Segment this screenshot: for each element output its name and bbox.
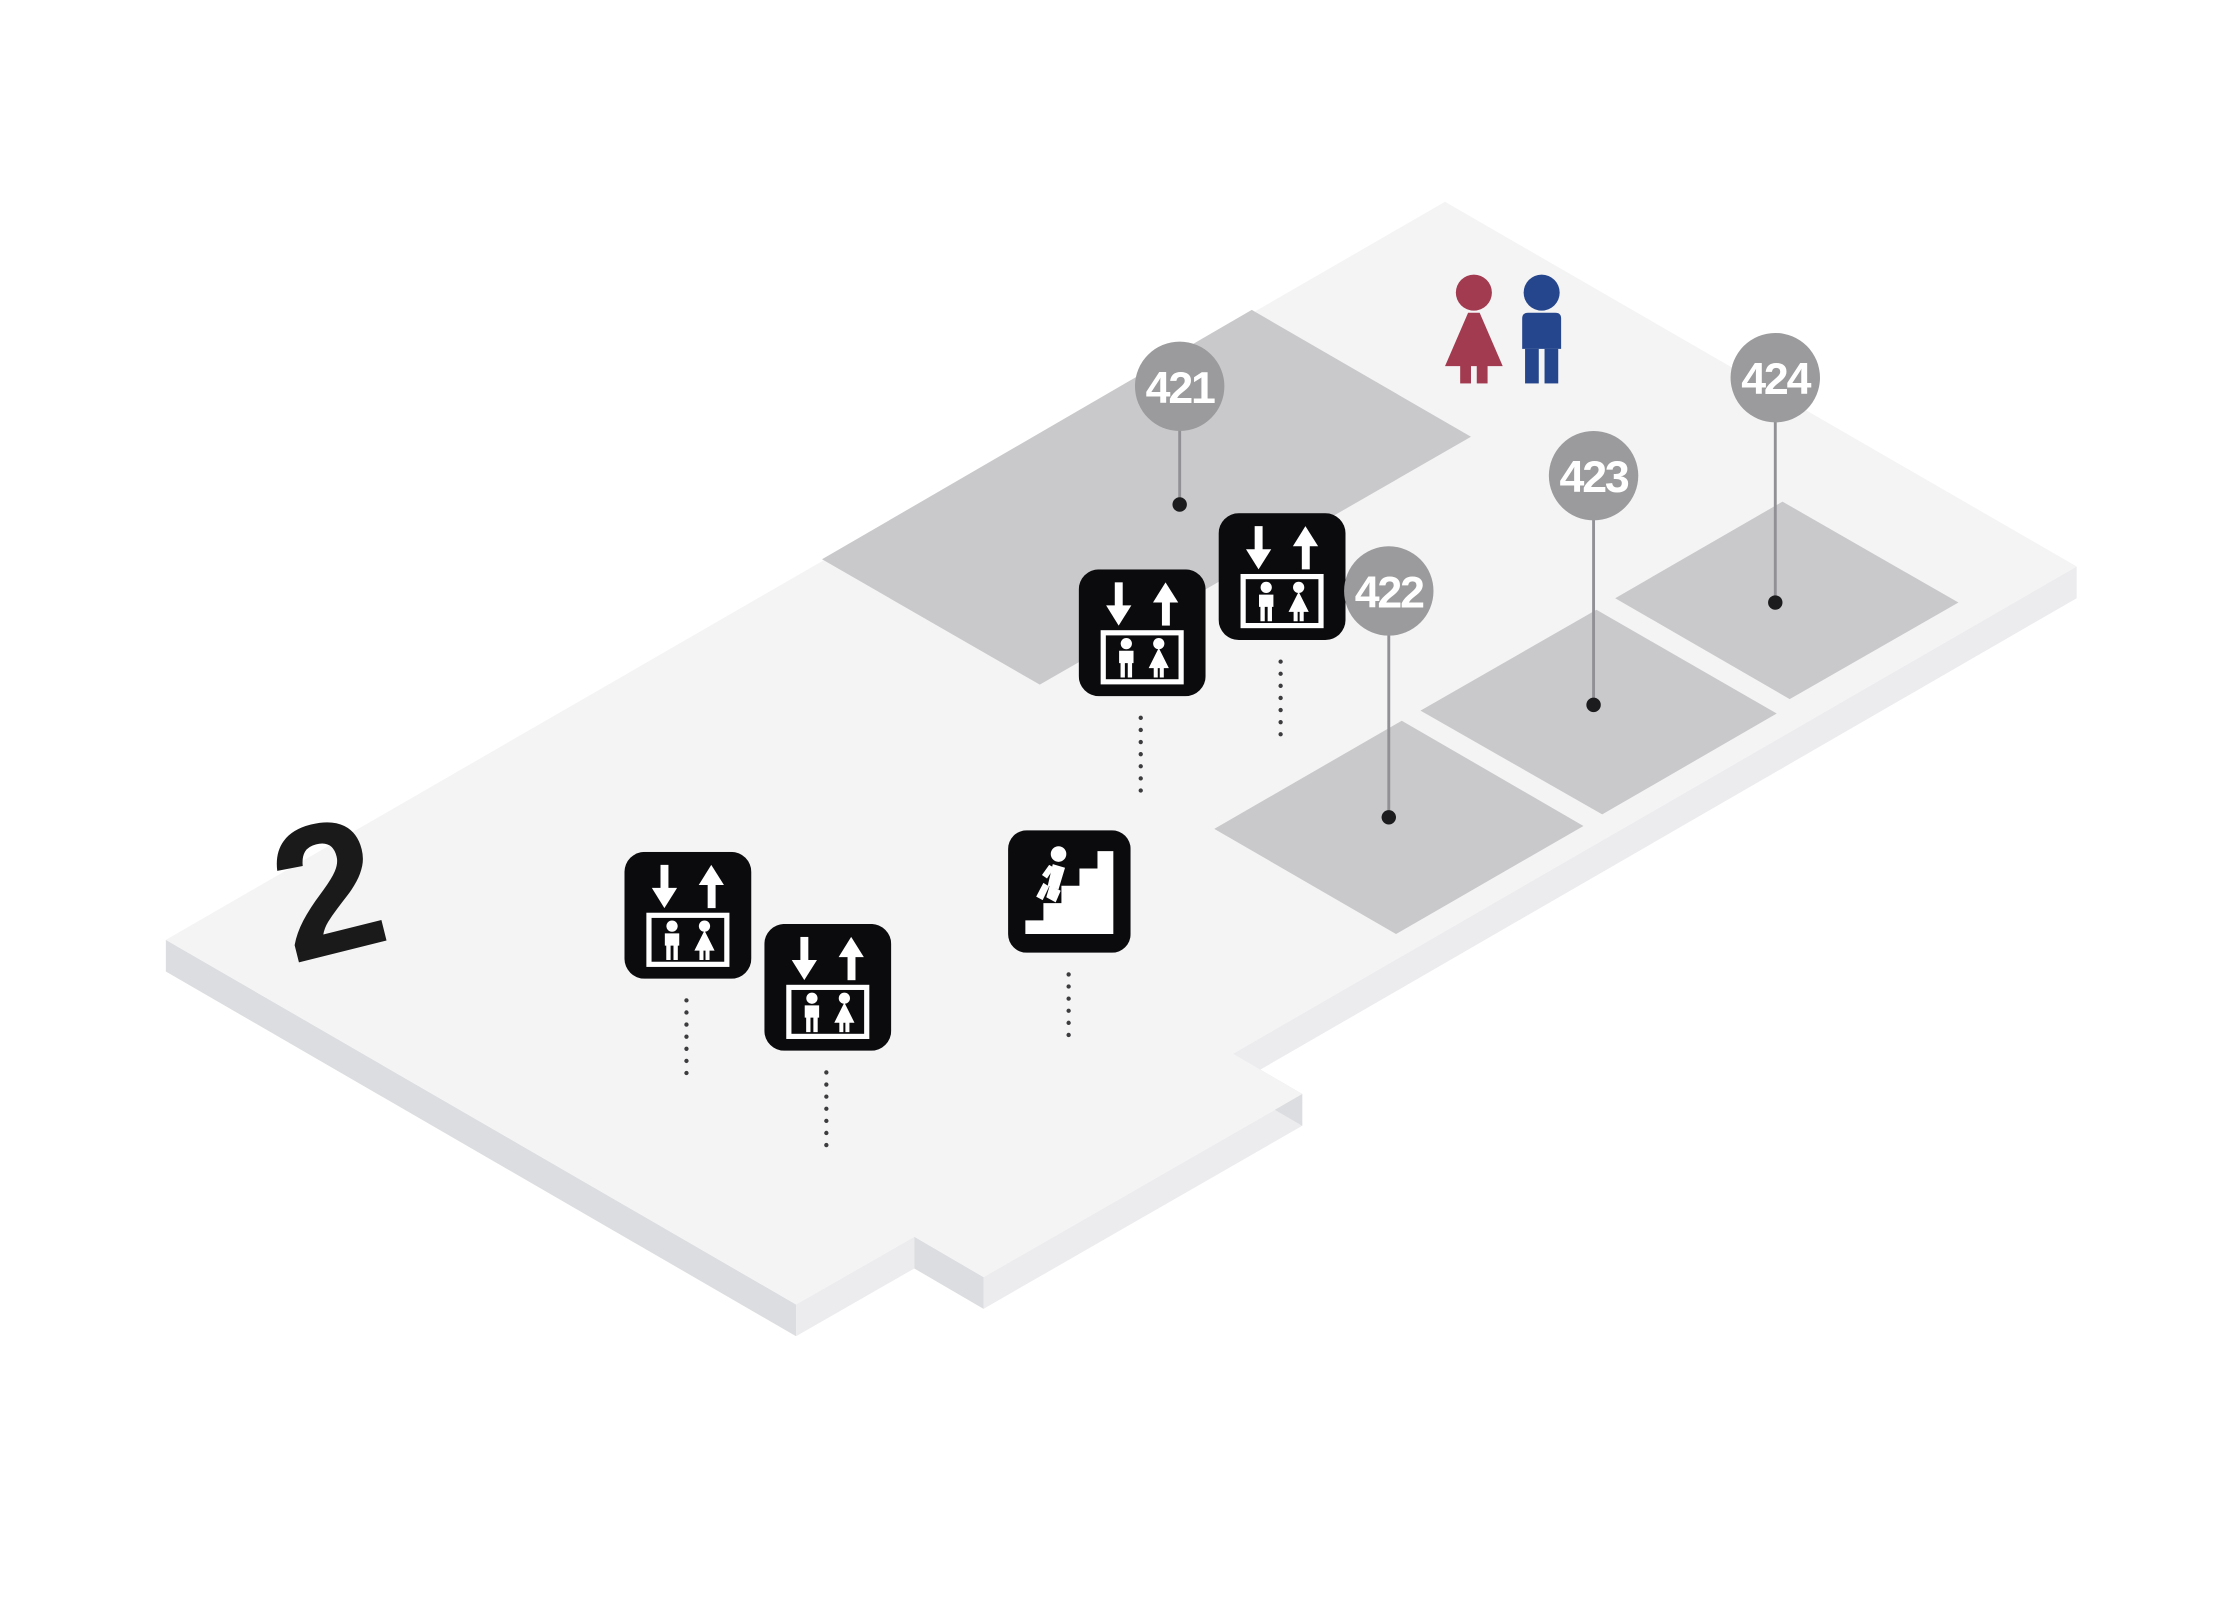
badge-label: 424 xyxy=(1741,355,1811,404)
room-423-area xyxy=(1420,609,1777,815)
slab-side-notch-step xyxy=(914,1236,984,1309)
female-restroom-icon xyxy=(1445,274,1503,384)
badge-label: 421 xyxy=(1146,364,1215,413)
floor-slab-sides xyxy=(165,566,2077,1337)
badge-circle xyxy=(1730,332,1820,423)
badge-circle xyxy=(1344,546,1434,636)
slab-side-bottom-right xyxy=(1233,566,2077,1086)
badge-label: 423 xyxy=(1560,453,1629,502)
slab-side-tab xyxy=(983,1094,1303,1309)
stairs-icon xyxy=(1008,830,1131,953)
location-dot xyxy=(1768,595,1783,610)
room-421-area xyxy=(822,309,1471,685)
location-dot xyxy=(1586,697,1601,713)
room-badge-424[interactable]: 424 xyxy=(1730,332,1820,610)
room-badge-421[interactable]: 421 xyxy=(1134,341,1225,512)
room-424-area xyxy=(1615,501,1959,700)
room-areas xyxy=(822,309,1959,935)
elevator-icon xyxy=(764,924,891,1051)
badge-circle xyxy=(1548,430,1639,521)
location-dot xyxy=(1381,810,1396,825)
elevator-icon xyxy=(624,852,751,979)
elevator-icon xyxy=(1079,569,1206,696)
slab-side-bottom-left xyxy=(796,1236,915,1337)
location-dot xyxy=(1172,497,1187,512)
room-badge-423[interactable]: 423 xyxy=(1548,430,1639,713)
badge-circle xyxy=(1134,341,1225,431)
slab-side-left xyxy=(165,939,797,1337)
room-422-area xyxy=(1214,720,1584,935)
badge-label: 422 xyxy=(1355,569,1424,618)
room-badge-422[interactable]: 422 xyxy=(1344,546,1434,825)
dotted-guides xyxy=(684,659,1283,1153)
male-restroom-icon xyxy=(1522,274,1562,384)
elevator-icon xyxy=(1219,513,1346,640)
